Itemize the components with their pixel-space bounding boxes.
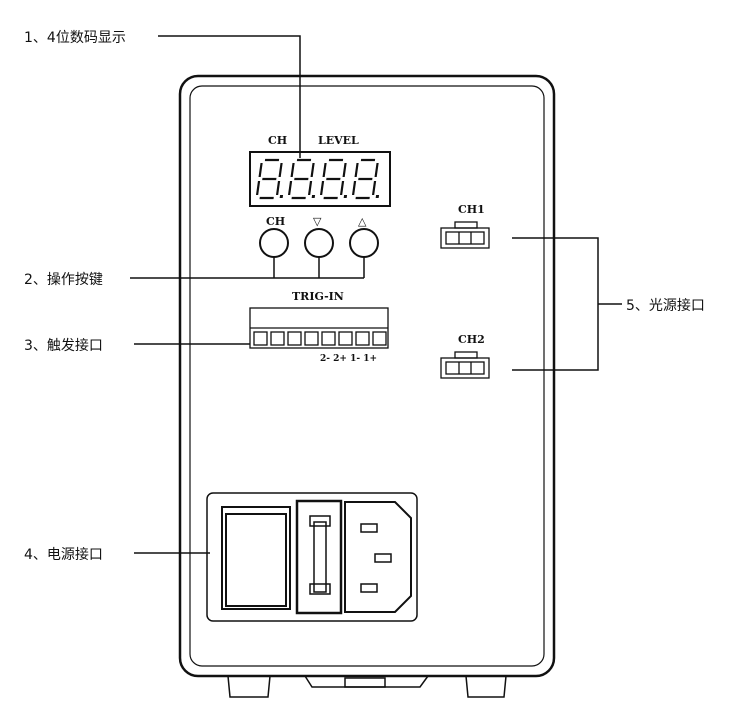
down-button[interactable] (304, 228, 334, 258)
up-button[interactable] (349, 228, 379, 258)
ch-button[interactable] (259, 228, 289, 258)
device-front-panel (189, 85, 545, 667)
trig-terminal (287, 331, 302, 346)
level-label: LEVEL (318, 134, 359, 147)
power-module (206, 492, 418, 622)
ch-label: CH (268, 134, 287, 147)
up-button-label: △ (358, 215, 367, 228)
trig-terminal (372, 331, 387, 346)
ch-button-label: CH (266, 215, 285, 228)
display-digit (319, 158, 348, 200)
device-enclosure (178, 74, 556, 678)
display-digit (287, 158, 316, 200)
trig-terminal (270, 331, 285, 346)
power-callout: 4、电源接口 (24, 546, 103, 563)
ch1-label: CH1 (458, 203, 485, 216)
fuse-holder[interactable] (295, 499, 343, 615)
ch2-label: CH2 (458, 333, 485, 346)
trigger-callout: 3、触发接口 (24, 337, 103, 354)
buttons-callout: 2、操作按键 (24, 272, 103, 288)
trig-terminal (253, 331, 268, 346)
trig-pin-labels: 2- 2+ 1- 1+ (320, 354, 377, 364)
display-digits (255, 158, 380, 200)
ac-inlet[interactable] (344, 501, 412, 613)
trig-in-connector[interactable] (249, 307, 389, 349)
callout-lines (130, 35, 622, 554)
ch1-connector[interactable] (440, 221, 490, 249)
trig-terminal (304, 331, 319, 346)
display-digit (351, 158, 380, 200)
display-digit (255, 158, 284, 200)
trig-terminal (321, 331, 336, 346)
trig-terminal (338, 331, 353, 346)
down-button-label: ▽ (313, 215, 322, 228)
display-callout: 1、4位数码显示 (24, 30, 126, 46)
light-source-callout: 5、光源接口 (626, 297, 705, 314)
device-feet (227, 675, 507, 698)
power-switch[interactable] (225, 513, 287, 607)
seven-segment-display (249, 151, 391, 207)
trig-in-label: TRIG-IN (292, 290, 344, 303)
ch2-connector[interactable] (440, 351, 490, 379)
trig-terminal (355, 331, 370, 346)
